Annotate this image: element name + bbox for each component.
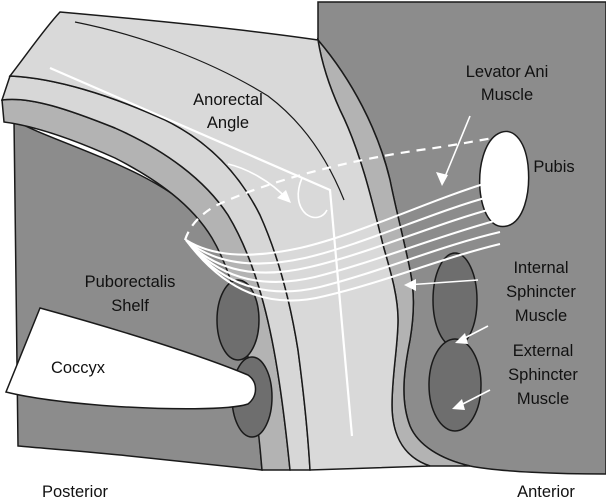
label-external: External [513,342,574,360]
label-puborectalis-shelf: Shelf [111,297,149,315]
label-external-muscle: Muscle [517,390,569,408]
label-internal-sphincter: Sphincter [506,283,576,301]
pubis-bone [480,131,529,226]
label-internal: Internal [513,259,568,277]
label-coccyx: Coccyx [51,359,106,377]
external-sphincter-anterior [429,339,481,431]
label-levator-ani: Levator Ani [466,63,549,81]
internal-sphincter-anterior [433,253,477,347]
label-external-sphincter: Sphincter [508,366,578,384]
label-pubis: Pubis [533,158,574,176]
label-posterior: Posterior [42,483,109,501]
internal-sphincter-posterior [217,280,259,360]
label-anorectal: Anorectal [193,91,263,109]
label-puborectalis: Puborectalis [85,273,176,291]
label-internal-muscle: Muscle [515,307,567,325]
label-anterior: Anterior [517,483,575,501]
label-anorectal-angle: Angle [207,114,249,132]
label-levator-ani-muscle: Muscle [481,86,533,104]
